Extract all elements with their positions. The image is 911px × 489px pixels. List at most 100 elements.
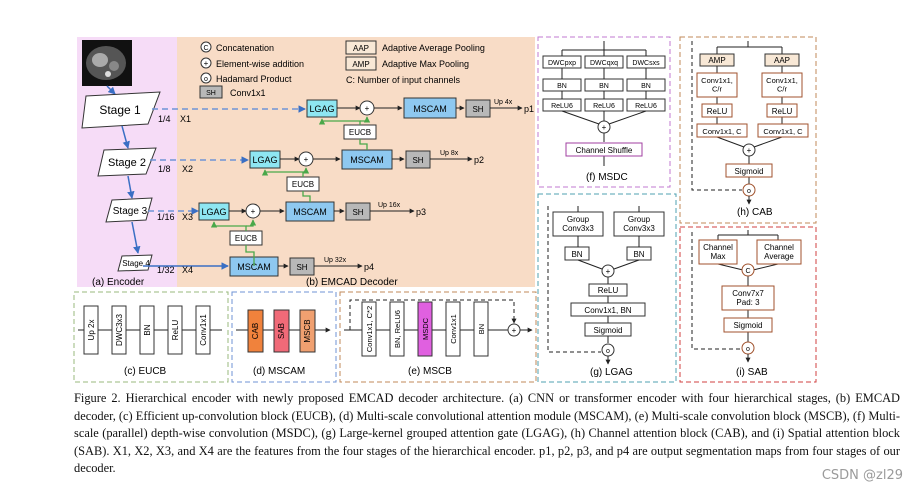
msdc-relu-3: ReLU6	[635, 103, 657, 110]
sab-concat-symbol: C	[745, 268, 750, 275]
legend-sh-symbol: SH	[206, 90, 216, 97]
cab-conv1-left: Conv1x1,C/r	[701, 76, 733, 94]
cab-aap: AAP	[774, 56, 790, 65]
msdc-bn-2: BN	[599, 83, 609, 90]
lgag-panel-label: (g) LGAG	[590, 367, 633, 378]
feature-x1: X1	[180, 114, 191, 124]
sh-3-label: SH	[352, 208, 363, 217]
sab-sigmoid: Sigmoid	[734, 321, 763, 330]
up-16x-label: Up 16x	[378, 202, 401, 209]
scale-1-4: 1/4	[158, 114, 171, 124]
mscb-label: (e) MSCB	[408, 366, 452, 377]
legend-add-symbol: +	[204, 59, 209, 68]
mscb-conv1: Conv1x1, C*2	[365, 306, 374, 352]
output-p4: p4	[364, 262, 374, 272]
msdc-relu-2: ReLU6	[593, 103, 615, 110]
lgag-relu: ReLU	[598, 286, 619, 295]
decoder-label: (b) EMCAD Decoder	[306, 277, 398, 288]
stage-1-label: Stage 1	[99, 103, 141, 117]
mscb-bn: BN	[477, 324, 486, 334]
up-4x-label: Up 4x	[494, 99, 513, 106]
legend-amp: Adaptive Max Pooling	[382, 59, 469, 69]
lgag-3-label: LGAG	[201, 207, 226, 217]
msdc-dwc-q: DWCqxq	[590, 60, 618, 67]
eucb-3-label: EUCB	[235, 234, 257, 243]
mscam-label: (d) MSCAM	[253, 366, 305, 377]
msdc-dwc-s: DWCsxs	[632, 60, 660, 67]
stage-2-label: Stage 2	[108, 157, 146, 169]
mscam-4-label: MSCAM	[237, 262, 271, 272]
mscb-conv2: Conv1x1	[449, 314, 458, 344]
cab-conv2-left: Conv1x1, C	[702, 127, 742, 136]
sab-hadamard-symbol: o	[746, 346, 750, 353]
eucb-relu: ReLU	[171, 320, 180, 341]
encoder-label: (a) Encoder	[92, 277, 145, 288]
mscb-bn-relu6: BN, ReLU6	[393, 310, 402, 348]
eucb-conv1x1: Conv1x1	[199, 314, 208, 346]
output-p2: p2	[474, 155, 484, 165]
mscam-1-label: MSCAM	[413, 104, 447, 114]
feature-x4: X4	[182, 265, 193, 275]
cab-add-symbol: +	[747, 146, 752, 155]
legend-aap-symbol: AAP	[353, 44, 369, 53]
mscam-2-label: MSCAM	[350, 155, 384, 165]
output-p1: p1	[524, 104, 534, 114]
cab-relu-right: ReLU	[772, 107, 793, 116]
legend-concat: Concatenation	[216, 43, 274, 53]
lgag-hadamard-symbol: o	[606, 348, 610, 355]
mscam-sab: SAB	[277, 323, 286, 339]
mscam-panel: CAB SAB MSCB (d) MSCAM	[231, 291, 337, 383]
lgag-sigmoid: Sigmoid	[594, 326, 623, 335]
legend-amp-symbol: AMP	[352, 60, 369, 69]
msdc-add-symbol: +	[602, 123, 607, 132]
msdc-bn-1: BN	[557, 83, 567, 90]
up-8x-label: Up 8x	[440, 150, 459, 157]
scale-1-32: 1/32	[157, 265, 175, 275]
lgag-bn-1: BN	[571, 250, 582, 259]
eucb-up2x: Up 2x	[87, 320, 96, 341]
lgag-bn-2: BN	[633, 250, 644, 259]
lgag-2-label: LGAG	[252, 155, 277, 165]
legend-channels: C: Number of input channels	[346, 75, 461, 85]
add-1-symbol: +	[365, 104, 370, 113]
lgag-add-symbol: +	[606, 267, 611, 276]
scale-1-16: 1/16	[157, 212, 175, 222]
watermark: CSDN @zl29	[821, 468, 903, 483]
eucb-panel: Up 2x DWC3x3 BN ReLU Conv1x1 (c) EUCB	[73, 291, 229, 383]
mscam-3-label: MSCAM	[293, 207, 327, 217]
cab-sigmoid: Sigmoid	[735, 167, 764, 176]
eucb-2-label: EUCB	[292, 180, 314, 189]
cab-hadamard-symbol: o	[747, 188, 751, 195]
scale-1-8: 1/8	[158, 164, 171, 174]
cab-conv1-right: Conv1x1,C/r	[766, 76, 798, 94]
mscb-msdc: MSDC	[421, 317, 430, 340]
encoder-panel: Stage 1 Stage 2 Stage 3 Stage 4 1/4 1/8 …	[77, 37, 177, 288]
decoder-panel: C Concatenation + Element-wise addition …	[143, 37, 535, 288]
lgag-1-label: LGAG	[309, 104, 334, 114]
ct-scan-image	[82, 40, 132, 86]
eucb-label: (c) EUCB	[124, 366, 167, 377]
eucb-dwc3x3: DWC3x3	[115, 313, 124, 346]
legend-hadamard: Hadamard Product	[216, 74, 292, 84]
msdc-relu-1: ReLU6	[551, 103, 573, 110]
cab-amp: AMP	[708, 56, 725, 65]
legend-concat-symbol: C	[203, 45, 208, 52]
cab-panel: AMP AAP Conv1x1,C/r Conv1x1,C/r ReLU ReL…	[679, 36, 817, 224]
legend-sh: Conv1x1	[230, 88, 266, 98]
legend-aap: Adaptive Average Pooling	[382, 43, 485, 53]
legend-add: Element-wise addition	[216, 59, 304, 69]
up-32x-label: Up 32x	[324, 257, 347, 264]
cab-conv2-right: Conv1x1, C	[763, 127, 803, 136]
sh-1-label: SH	[472, 105, 483, 114]
cab-relu-left: ReLU	[707, 107, 728, 116]
mscb-panel: Conv1x1, C*2 BN, ReLU6 MSDC Conv1x1 BN +…	[339, 291, 537, 383]
add-2-symbol: +	[304, 155, 309, 164]
sab-panel-label: (i) SAB	[736, 367, 768, 378]
figure-caption: Figure 2. Hierarchical encoder with newl…	[74, 391, 900, 475]
